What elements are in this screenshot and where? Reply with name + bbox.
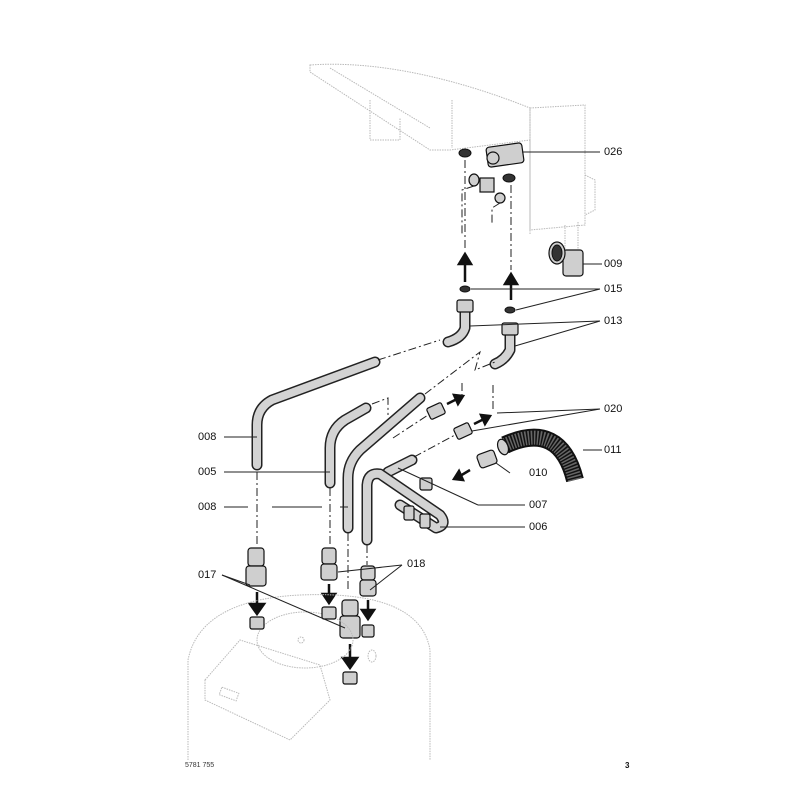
cylinder-connection xyxy=(321,606,337,620)
pipe-008-left xyxy=(251,356,381,471)
callout-008-upper: 008 xyxy=(198,431,217,443)
callout-013: 013 xyxy=(604,315,623,327)
cylinder-connection xyxy=(342,671,358,685)
boiler-outline xyxy=(309,63,596,250)
page-number: 3 xyxy=(625,761,630,770)
arrow-down-icon xyxy=(247,592,267,617)
callout-006: 006 xyxy=(529,521,548,533)
arrow-down-icon xyxy=(340,644,360,671)
part-018-fitting xyxy=(320,547,338,581)
pipe-007 xyxy=(382,454,418,478)
centerline xyxy=(413,434,456,458)
callout-005: 005 xyxy=(198,466,217,478)
pipe-008-middle xyxy=(342,392,426,534)
part-010-fitting xyxy=(451,449,498,482)
callout-008-lower: 008 xyxy=(198,501,217,513)
cylinder-connection xyxy=(249,616,265,630)
centerline xyxy=(424,350,496,395)
part-006-manifold xyxy=(361,468,449,546)
centerline xyxy=(371,397,389,415)
arrow-up-icon xyxy=(456,251,474,282)
part-017-fitting xyxy=(245,547,267,587)
centerline xyxy=(392,414,429,439)
centerline xyxy=(377,339,441,361)
part-018-fitting xyxy=(359,565,377,597)
callout-015: 015 xyxy=(604,283,623,295)
callout-026: 026 xyxy=(604,146,623,158)
callout-018: 018 xyxy=(407,558,426,570)
part-013-elbow xyxy=(489,322,519,370)
callout-010: 010 xyxy=(529,467,548,479)
part-020-fitting xyxy=(453,413,493,440)
centerline xyxy=(461,185,475,235)
part-026 xyxy=(458,142,525,204)
part-017-fitting xyxy=(339,599,361,639)
washer-015 xyxy=(459,285,471,293)
leader-lines xyxy=(221,151,602,629)
arrow-up-icon xyxy=(502,271,520,300)
arrow-down-icon xyxy=(359,600,377,622)
washer-015 xyxy=(504,306,516,314)
callout-007: 007 xyxy=(529,499,548,511)
callout-009: 009 xyxy=(604,258,623,270)
part-011-hose xyxy=(496,428,584,483)
callout-017: 017 xyxy=(198,569,217,581)
cylinder-connection xyxy=(361,624,375,638)
part-020-fitting xyxy=(426,393,466,420)
part-013-elbow xyxy=(442,299,474,348)
document-number: 5781 755 xyxy=(185,762,215,769)
centerline xyxy=(491,202,501,225)
callout-020: 020 xyxy=(604,403,623,415)
part-009-elbow xyxy=(548,241,584,277)
cylinder-outline xyxy=(187,594,431,760)
callout-011: 011 xyxy=(604,444,622,456)
pipe-005 xyxy=(324,402,372,489)
arrow-down-icon xyxy=(320,584,338,606)
